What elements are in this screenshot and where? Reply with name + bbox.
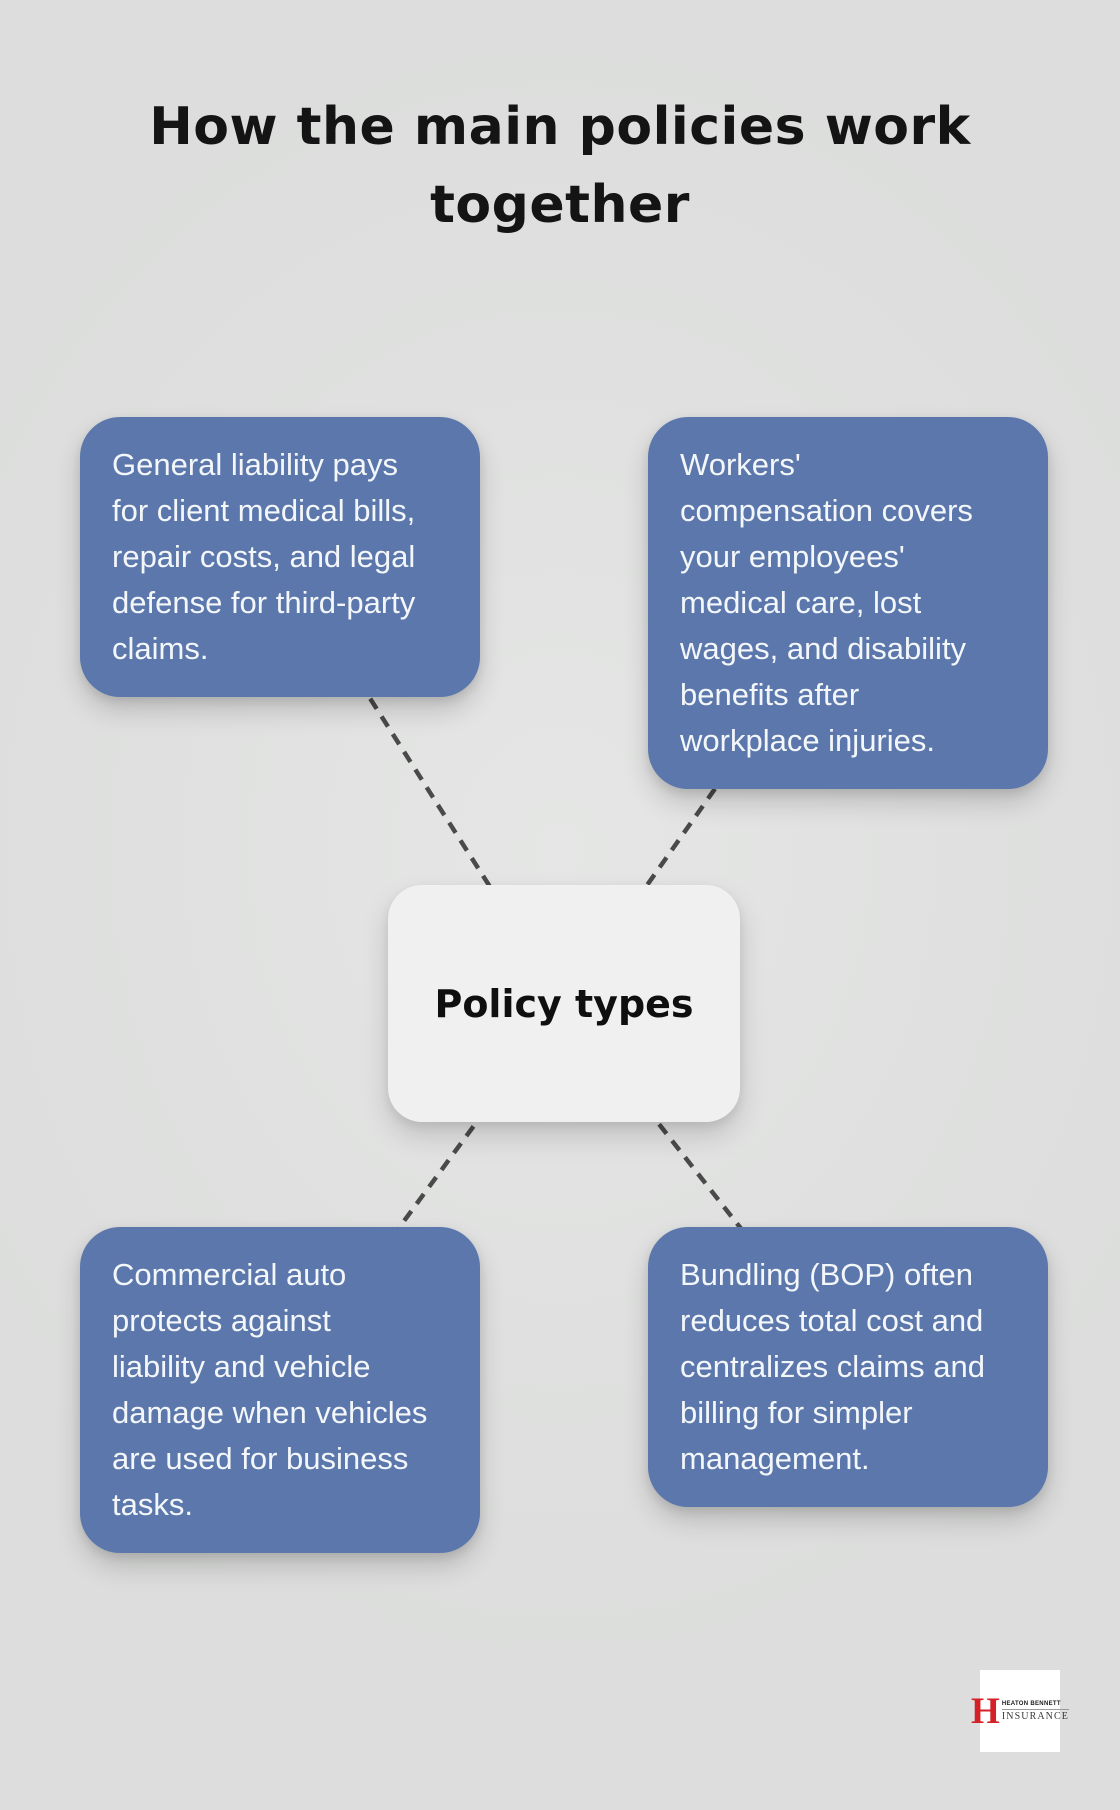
brand-logo-inner: H HEATON BENNETT INSURANCE — [971, 1693, 1069, 1730]
brand-name: HEATON BENNETT — [1001, 1700, 1061, 1707]
page-title: How the main policies work together — [149, 97, 971, 235]
policy-box-workers-compensation: Workers' compensation covers your employ… — [648, 417, 1048, 789]
brand-logo: H HEATON BENNETT INSURANCE — [971, 1670, 1069, 1752]
policy-box-commercial-auto: Commercial auto protects against liabili… — [80, 1227, 480, 1553]
center-node-label: Policy types — [434, 981, 694, 1026]
brand-subtitle: INSURANCE — [1001, 1708, 1069, 1722]
policy-box-general-liability: General liability pays for client medica… — [80, 417, 480, 697]
center-node-policy-types: Policy types — [388, 885, 740, 1122]
brand-logo-text: HEATON BENNETT INSURANCE — [1001, 1700, 1069, 1722]
brand-h-icon: H — [971, 1690, 1000, 1732]
policy-box-bundling-bop: Bundling (BOP) often reduces total cost … — [648, 1227, 1048, 1507]
